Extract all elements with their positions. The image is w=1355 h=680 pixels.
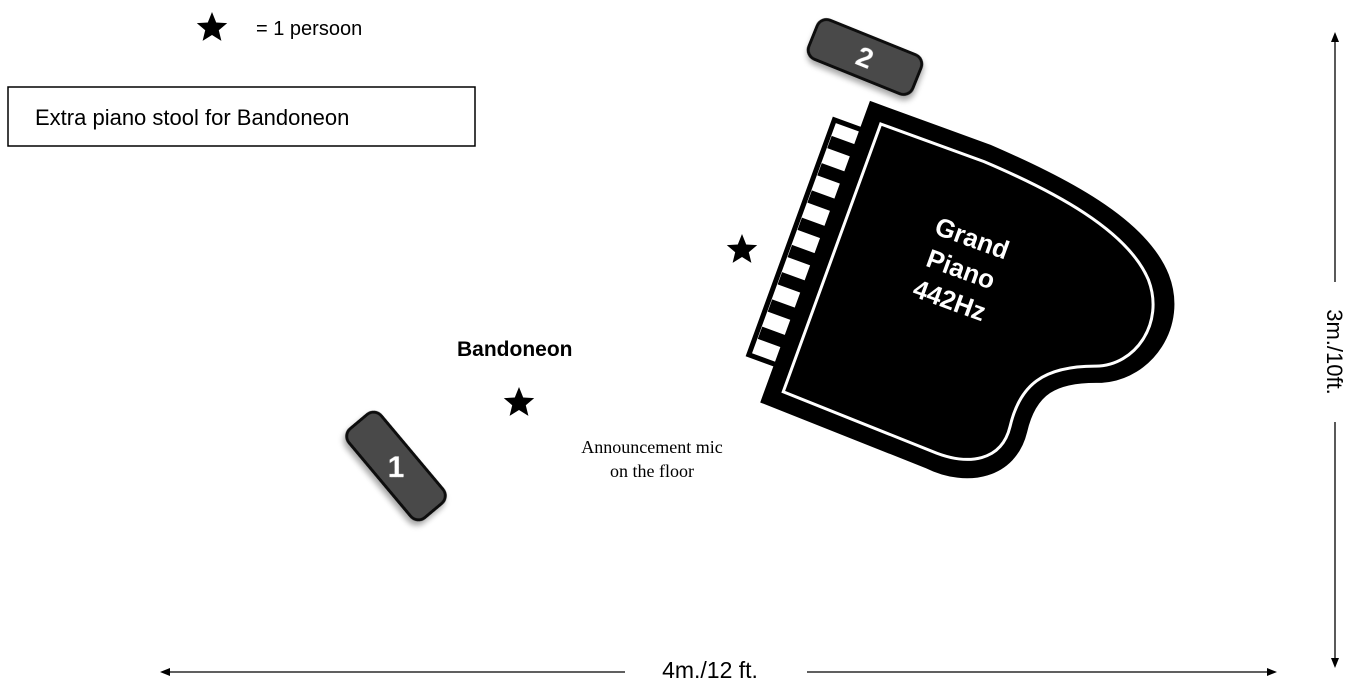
stool-2: 2 — [806, 18, 924, 96]
bandoneon-star-icon — [503, 387, 535, 416]
stool-label: 1 — [388, 451, 405, 484]
width-label: 4m./12 ft. — [662, 657, 758, 680]
legend-star-icon — [196, 12, 228, 41]
stool-icon — [806, 18, 924, 96]
width-dimension: 4m./12 ft. — [160, 657, 1277, 680]
mic-note: Announcement mic on the floor — [581, 437, 722, 481]
arrow-up-icon — [1331, 32, 1339, 42]
legend: = 1 persoon — [196, 12, 362, 41]
height-label: 3m./10ft. — [1322, 309, 1347, 395]
bandoneon-performer: Bandoneon — [457, 338, 573, 416]
pianist-star-icon — [726, 234, 758, 263]
stool-icon — [345, 410, 447, 522]
grand-piano: Grand Piano 442Hz — [745, 100, 1175, 479]
note-box: Extra piano stool for Bandoneon — [7, 86, 476, 147]
bandoneon-label: Bandoneon — [457, 338, 573, 361]
arrow-left-icon — [160, 668, 170, 676]
legend-text: = 1 persoon — [256, 18, 362, 40]
arrow-right-icon — [1267, 668, 1277, 676]
height-dimension: 3m./10ft. — [1322, 32, 1347, 668]
stool-1: 1 — [345, 410, 447, 522]
mic-note-line2: on the floor — [610, 461, 694, 481]
mic-note-line1: Announcement mic — [581, 437, 722, 457]
note-box-text: Extra piano stool for Bandoneon — [35, 105, 349, 130]
arrow-down-icon — [1331, 658, 1339, 668]
note-box-frame — [7, 86, 476, 147]
